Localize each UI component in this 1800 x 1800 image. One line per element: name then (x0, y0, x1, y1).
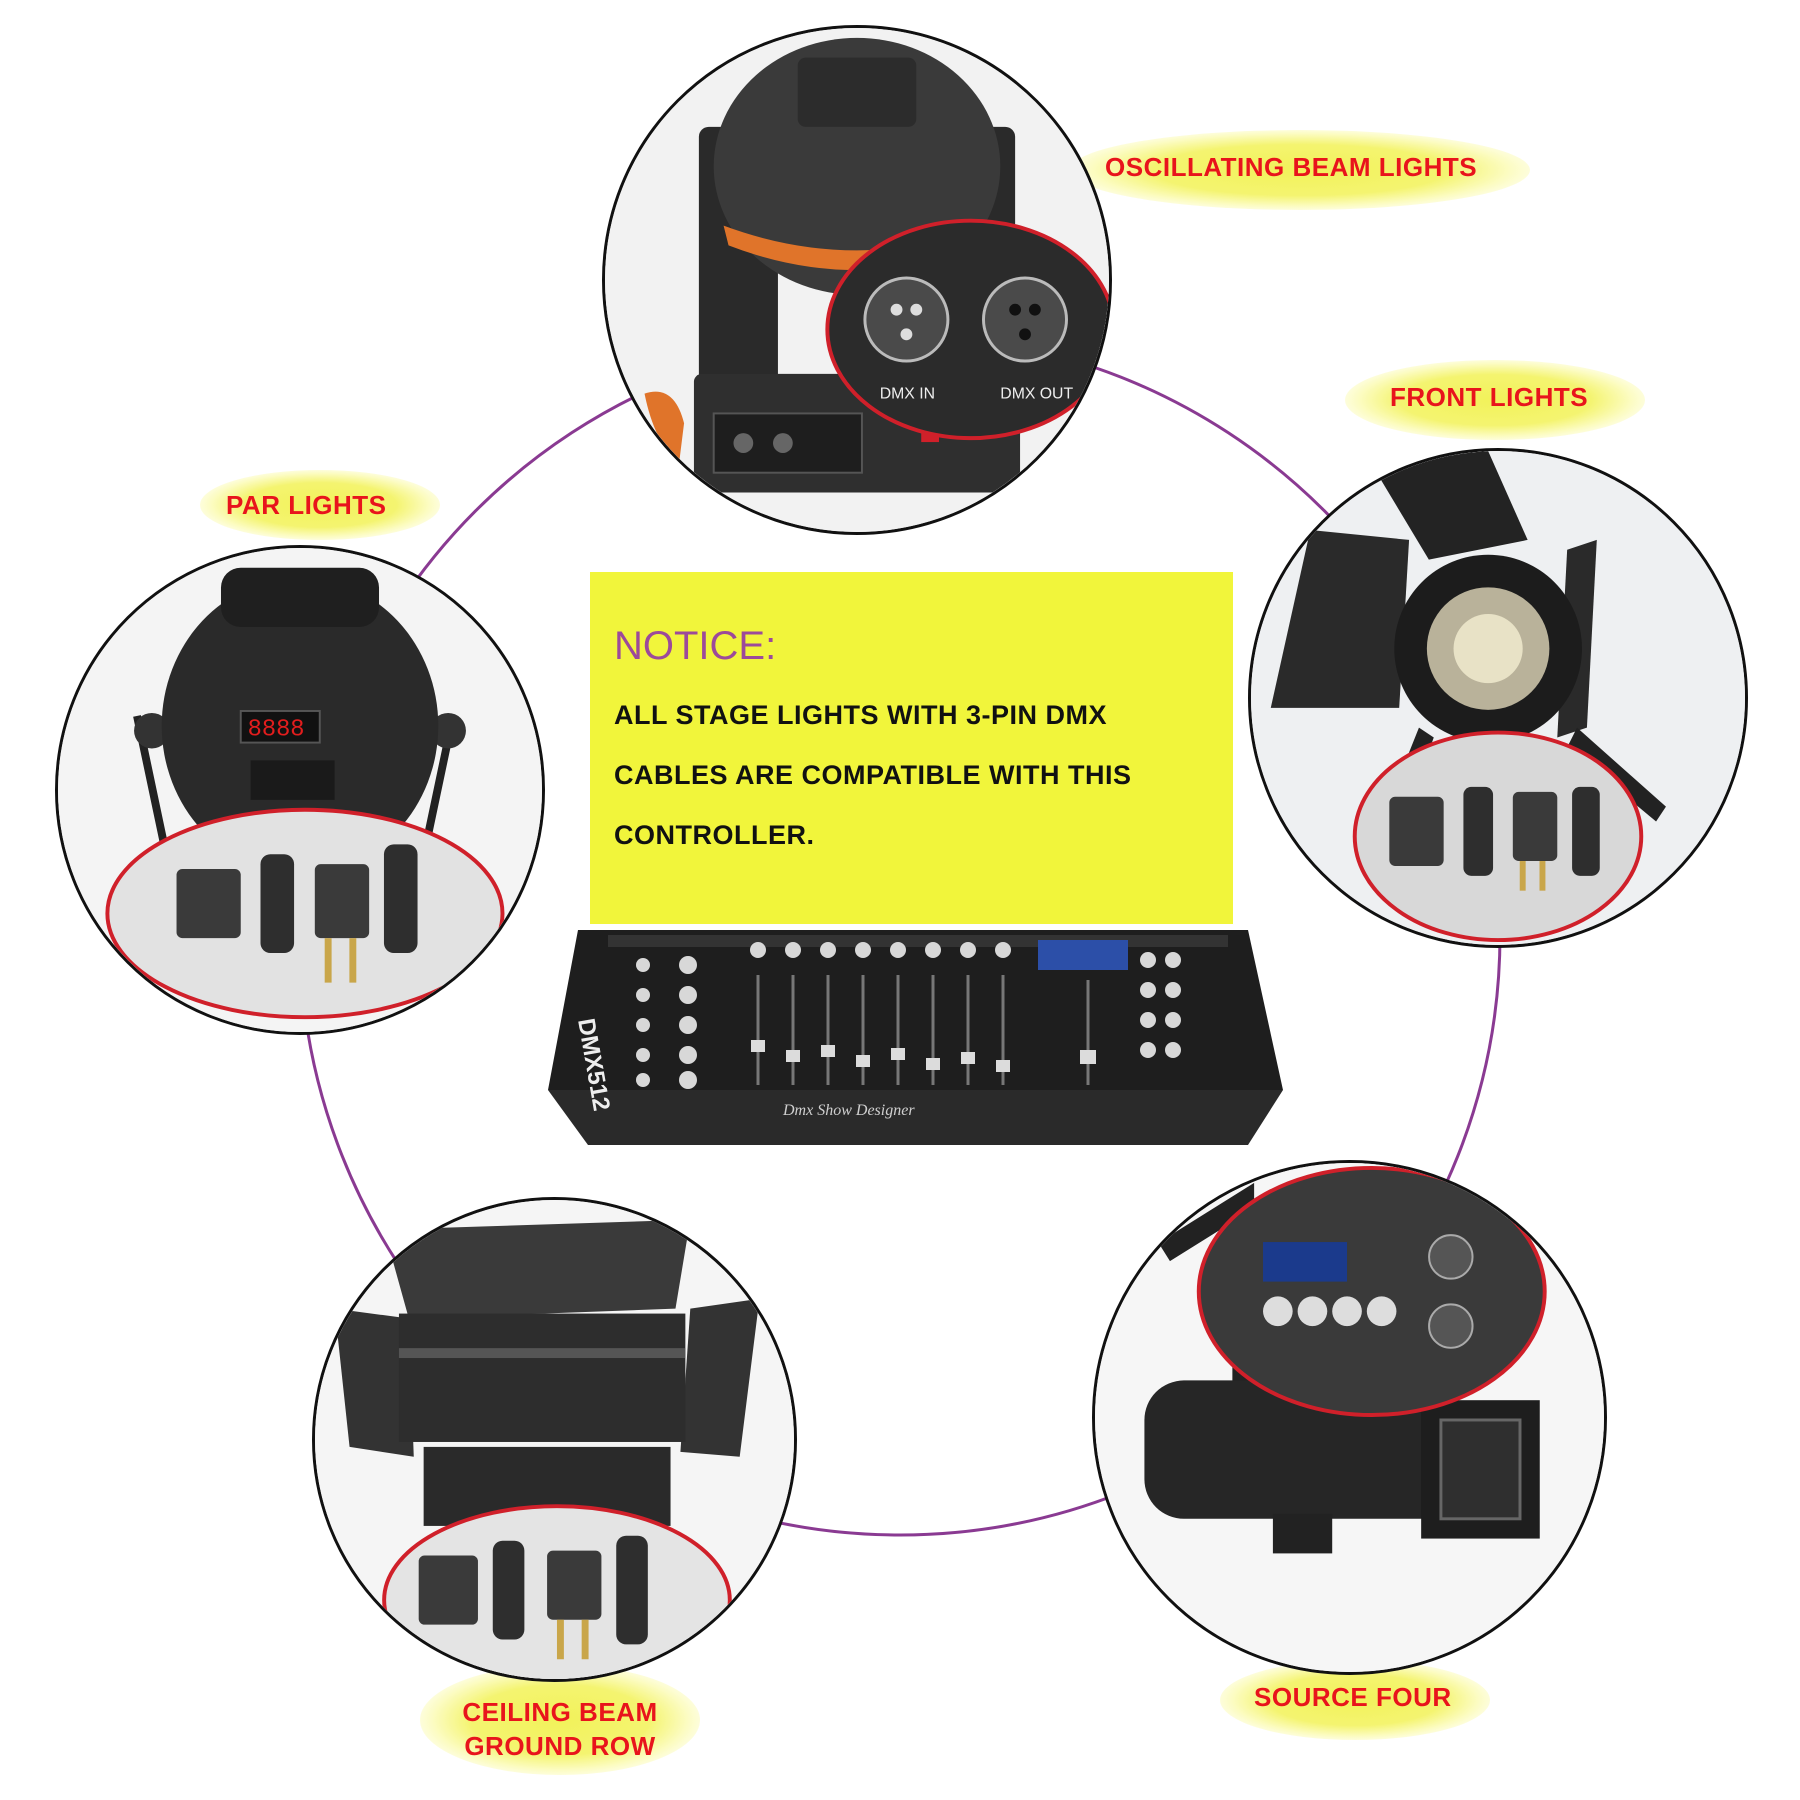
moving-head-illustration: DMX IN DMX OUT (605, 28, 1109, 532)
label-oscillating-beam-lights: OSCILLATING BEAM LIGHTS (1105, 152, 1478, 182)
label-highlight (200, 470, 440, 540)
source-four-photo (1092, 1160, 1607, 1675)
label-front-lights: FRONT LIGHTS (1390, 382, 1589, 412)
controller-brand-text: Dmx Show Designer (782, 1102, 915, 1119)
label-ceiling-beam: CEILING BEAM (462, 1697, 658, 1727)
par-light-illustration: 8888 (58, 548, 542, 1032)
notice-panel: NOTICE: ALL STAGE LIGHTS WITH 3-PIN DMX … (590, 572, 1233, 924)
label-ceiling-beam-ground-row: CEILING BEAM GROUND ROW (460, 1695, 660, 1763)
notice-line-2: CABLES ARE COMPATIBLE WITH THIS (614, 760, 1132, 790)
label-highlight (420, 1665, 700, 1775)
front-light-illustration (1251, 451, 1745, 945)
front-light-photo (1248, 448, 1748, 948)
dmx-controller-illustration: DMX512 Dmx Show Designer (548, 930, 1283, 1145)
dmx-controller-photo: DMX512 Dmx Show Designer (548, 920, 1288, 1150)
notice-title: NOTICE: (614, 624, 777, 668)
oscillating-beam-light-photo: DMX IN DMX OUT (602, 25, 1112, 535)
dmx-in-text: DMX IN (880, 386, 935, 403)
notice-line-3: CONTROLLER. (614, 820, 815, 850)
label-source-four: SOURCE FOUR (1254, 1682, 1452, 1712)
label-highlight (1070, 130, 1530, 210)
par-light-photo: 8888 (55, 545, 545, 1035)
ground-row-illustration (315, 1200, 794, 1679)
source-four-illustration (1095, 1163, 1604, 1672)
dmx-out-text: DMX OUT (1000, 386, 1073, 403)
ceiling-beam-ground-row-photo (312, 1197, 797, 1682)
label-highlight (1345, 360, 1645, 440)
label-par-lights: PAR LIGHTS (226, 490, 387, 520)
notice-line-1: ALL STAGE LIGHTS WITH 3-PIN DMX (614, 700, 1107, 730)
par-display-icon: 8888 (248, 717, 305, 744)
label-ground-row: GROUND ROW (464, 1731, 656, 1761)
